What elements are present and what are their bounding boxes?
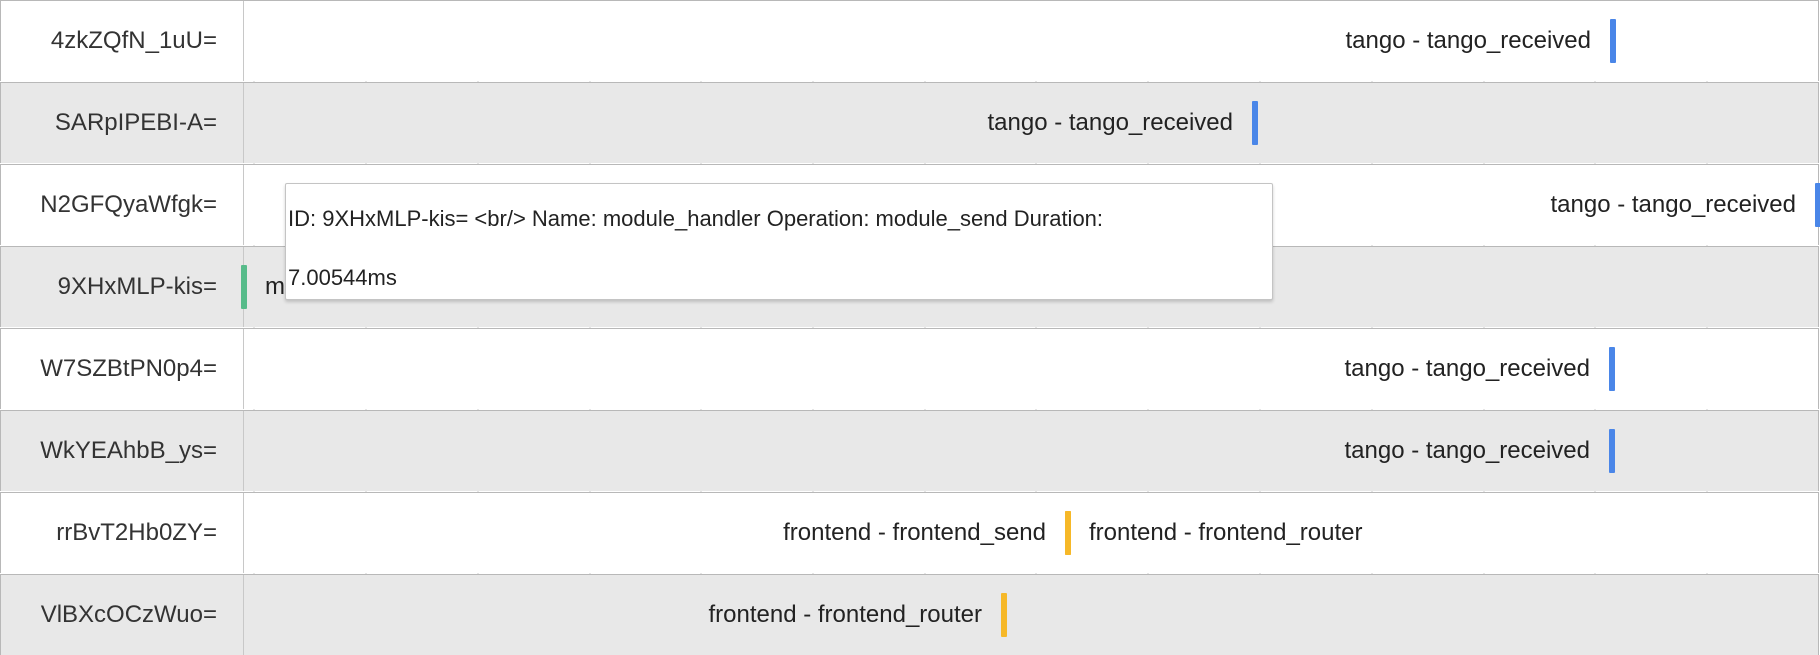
timeline-row: W7SZBtPN0p4= — [0, 328, 1819, 409]
row-label: W7SZBtPN0p4= — [40, 355, 217, 382]
row-label: 9XHxMLP-kis= — [57, 273, 217, 300]
tooltip-line-duration: 7.00544ms — [288, 265, 397, 290]
event-label: tango - tango_received — [1345, 27, 1591, 54]
row-label-cell: N2GFQyaWfgk= — [1, 165, 244, 245]
row-label-cell: W7SZBtPN0p4= — [1, 329, 244, 409]
row-label: N2GFQyaWfgk= — [40, 191, 217, 218]
row-label-cell: 9XHxMLP-kis= — [1, 247, 244, 327]
event-bar[interactable] — [1001, 593, 1007, 637]
timeline-row: WkYEAhbB_ys= — [0, 410, 1819, 491]
event-label: frontend - frontend_send — [783, 519, 1046, 546]
event-label: frontend - frontend_router — [708, 601, 982, 628]
timeline-row: 4zkZQfN_1uU= — [0, 0, 1819, 81]
event-bar[interactable] — [1815, 183, 1820, 227]
row-label: WkYEAhbB_ys= — [40, 437, 217, 464]
event-bar[interactable] — [241, 265, 247, 309]
event-tooltip: ID: 9XHxMLP-kis= <br/> Name: module_hand… — [285, 183, 1273, 300]
row-label-cell: VlBXcOCzWuo= — [1, 575, 244, 655]
timeline-row: rrBvT2Hb0ZY= — [0, 492, 1819, 573]
event-label: tango - tango_received — [1344, 355, 1590, 382]
event-bar[interactable] — [1609, 429, 1615, 473]
event-label: tango - tango_received — [1550, 191, 1796, 218]
event-bar[interactable] — [1609, 347, 1615, 391]
event-label: frontend - frontend_router — [1089, 519, 1363, 546]
event-label: m — [265, 273, 285, 300]
row-label-cell: rrBvT2Hb0ZY= — [1, 493, 244, 573]
row-label: rrBvT2Hb0ZY= — [56, 519, 217, 546]
event-bar[interactable] — [1252, 101, 1258, 145]
row-label: SARpIPEBI-A= — [54, 109, 217, 136]
row-label-cell: 4zkZQfN_1uU= — [1, 1, 244, 81]
timeline-row: SARpIPEBI-A= — [0, 82, 1819, 163]
event-label: tango - tango_received — [1344, 437, 1590, 464]
event-label: tango - tango_received — [987, 109, 1233, 136]
tooltip-line-details: ID: 9XHxMLP-kis= <br/> Name: module_hand… — [288, 206, 1104, 231]
row-label: VlBXcOCzWuo= — [40, 601, 217, 628]
timeline-row: VlBXcOCzWuo= — [0, 574, 1819, 655]
event-bar[interactable] — [1610, 19, 1616, 63]
row-label-cell: WkYEAhbB_ys= — [1, 411, 244, 491]
event-bar[interactable] — [1065, 511, 1071, 555]
row-label-cell: SARpIPEBI-A= — [1, 83, 244, 163]
row-label: 4zkZQfN_1uU= — [50, 27, 217, 54]
